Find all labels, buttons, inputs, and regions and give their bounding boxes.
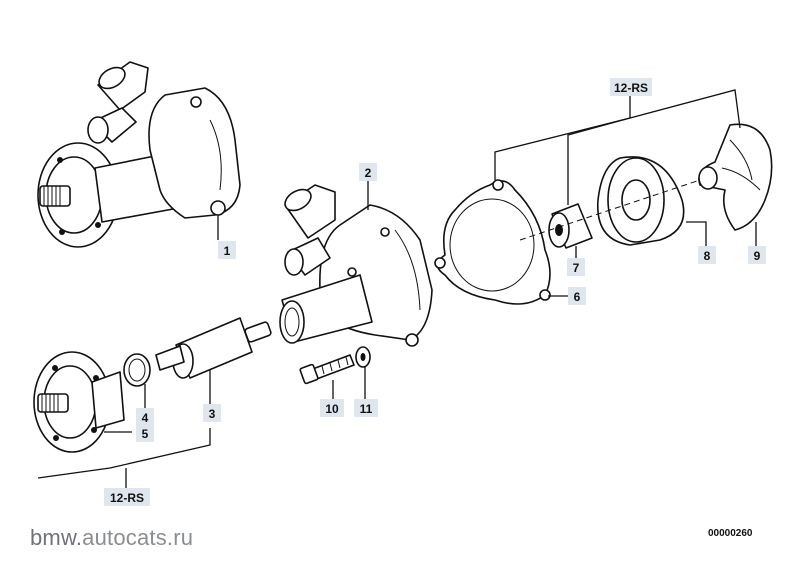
callout-1-text: 1 [224,244,231,258]
callout-6[interactable]: 6 [568,287,586,305]
watermark: bmw.autocats.ru [30,525,193,551]
callout-4[interactable]: 4 [136,408,154,426]
callout-12rs-bottom-text: 12-RS [110,491,144,505]
callout-9[interactable]: 9 [748,246,766,264]
slide-ring-seal-drawing [548,203,593,258]
leader-lines [37,89,741,490]
callout-1[interactable]: 1 [218,241,236,259]
watermark-brand: bmw. [30,525,83,550]
callout-3[interactable]: 3 [203,404,221,422]
callout-2[interactable]: 2 [359,163,377,181]
washer-drawing [355,346,371,400]
impeller-drawing [698,123,773,248]
bearing-shaft-drawing [155,317,272,410]
counter-ring-drawing [597,156,707,248]
callout-10-text: 10 [325,402,339,416]
callout-5-text: 5 [142,427,149,441]
snap-ring-drawing [123,353,151,408]
callout-3-text: 3 [209,407,216,421]
callout-4-text: 4 [142,411,149,425]
watermark-domain: autocats.ru [82,525,194,550]
callout-12rs-top[interactable]: 12-RS [610,78,652,96]
callout-11[interactable]: 11 [354,399,378,417]
callout-5[interactable]: 5 [136,424,154,442]
bolt-drawing [299,354,355,400]
callout-12rs-bottom[interactable]: 12-RS [104,488,150,506]
callout-2-text: 2 [365,166,372,180]
callout-8-text: 8 [704,249,711,263]
gasket-drawing [434,179,568,305]
callout-10[interactable]: 10 [320,399,344,417]
callout-12rs-top-text: 12-RS [614,81,648,95]
callout-7-text: 7 [573,261,580,275]
water-pump-assembled-drawing [37,61,241,248]
callout-6-text: 6 [574,290,581,304]
callout-11-text: 11 [360,402,373,416]
callout-7[interactable]: 7 [567,258,585,276]
callout-9-text: 9 [754,249,761,263]
callout-8[interactable]: 8 [698,246,716,264]
diagram-code: 00000260 [708,528,753,539]
pulley-flange-drawing [33,351,132,453]
pump-housing-drawing [279,184,433,347]
